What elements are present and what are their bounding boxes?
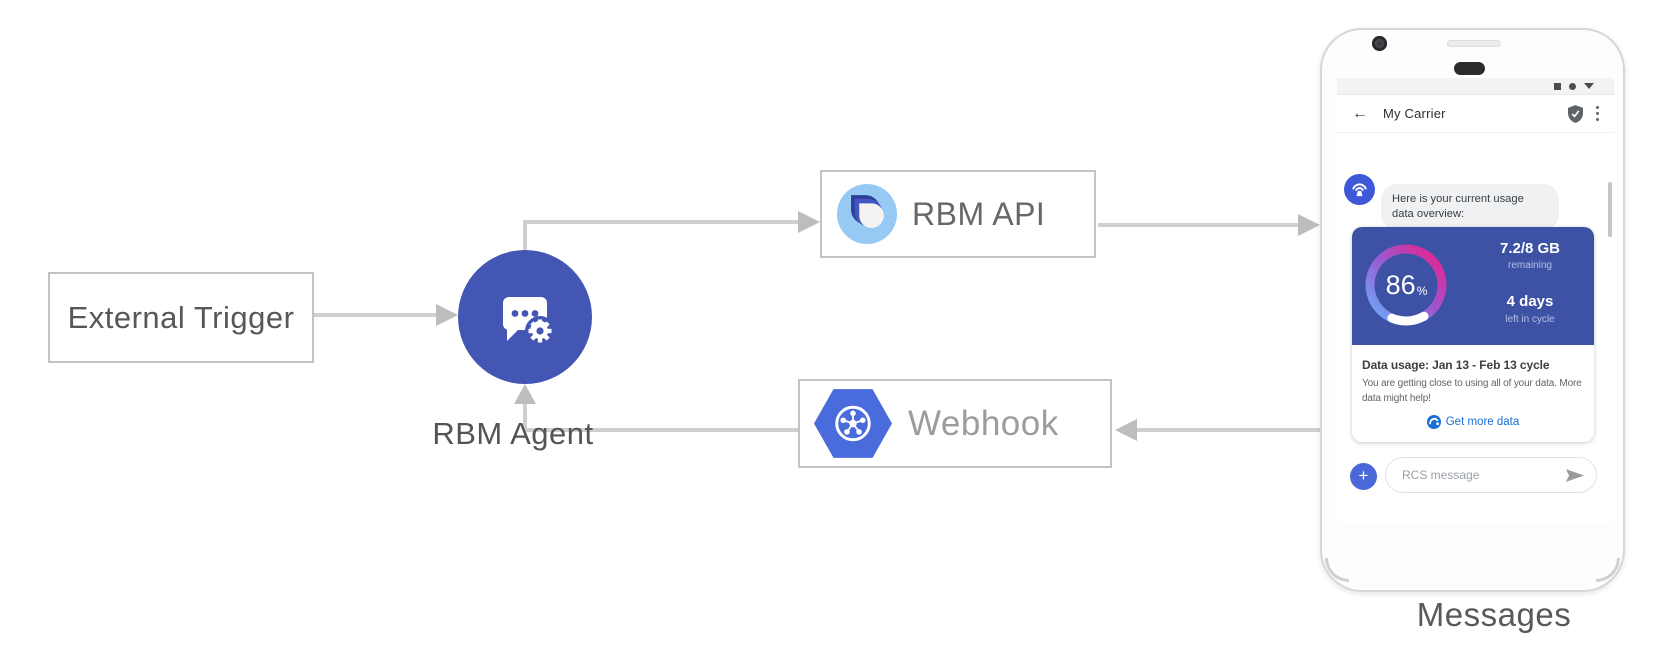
status-bar: [1337, 78, 1614, 95]
data-remaining-value: 7.2/8 GB: [1499, 240, 1561, 257]
days-left-value: 4 days: [1506, 293, 1554, 310]
chat-bubble-gear-icon: [503, 297, 555, 346]
webhook-hexagon-icon: [814, 389, 892, 458]
attach-plus-button[interactable]: +: [1350, 463, 1377, 490]
usage-percent-value: 86: [1385, 269, 1416, 300]
conversation-title: My Carrier: [1383, 106, 1446, 121]
arrow-trigger-to-agent-line: [314, 313, 438, 317]
rbm-agent-label: RBM Agent: [432, 416, 594, 451]
arrow-phone-to-webhook-line: [1137, 428, 1322, 432]
conversation-header: ← My Carrier: [1337, 95, 1614, 133]
usage-percent: 86 %: [1358, 237, 1454, 333]
rbm-api-node: RBM API: [820, 170, 1096, 258]
scrollbar[interactable]: [1608, 182, 1612, 237]
phone-caption: Messages: [1416, 596, 1572, 633]
webhook-label: Webhook: [908, 403, 1059, 443]
arrow-webhook-to-agent-head: [514, 384, 536, 404]
rbm-api-label: RBM API: [912, 195, 1046, 232]
get-more-data-label: Get more data: [1445, 416, 1520, 428]
phone-earpiece: [1454, 62, 1485, 75]
rbm-api-logo-icon: [836, 183, 898, 245]
arrow-api-to-phone-line: [1098, 223, 1310, 227]
status-circle-icon: [1569, 82, 1576, 90]
arrow-agent-to-api-head: [798, 211, 820, 233]
days-left-label: left in cycle: [1505, 314, 1555, 325]
external-trigger-node: External Trigger: [48, 272, 314, 363]
usage-donut-ring: [1365, 244, 1447, 326]
phone-corner-accent: [1325, 558, 1349, 582]
back-arrow-icon[interactable]: ←: [1352, 104, 1368, 122]
rbm-agent-node: [458, 250, 592, 384]
status-square-icon: [1554, 82, 1561, 90]
phone-screen: ← My Carrier Here is your current usage …: [1337, 78, 1614, 525]
agent-message-bubble: Here is your current usage data overview…: [1381, 184, 1559, 230]
arrow-webhook-to-agent-hline: [527, 428, 798, 432]
usage-percent-unit: %: [1416, 284, 1428, 298]
arrow-agent-to-api-hline: [523, 220, 798, 224]
usage-card-body: Data usage: Jan 13 - Feb 13 cycle You ar…: [1352, 345, 1594, 442]
message-composer: [1385, 457, 1597, 493]
arrow-trigger-to-agent-head: [436, 304, 458, 326]
arrow-api-to-phone-head: [1298, 214, 1320, 236]
usage-card-title: Data usage: Jan 13 - Feb 13 cycle: [1362, 358, 1550, 372]
usage-card-header: 86 % 7.2/8 GB remaining 4 days left in c…: [1352, 227, 1594, 345]
webhook-node: Webhook: [798, 379, 1112, 468]
usage-card-text: You are getting close to using all of yo…: [1362, 378, 1582, 404]
data-globe-icon: [1426, 415, 1441, 429]
overflow-menu-icon[interactable]: [1595, 105, 1599, 122]
arrow-webhook-to-agent-vline: [523, 400, 527, 432]
phone-speaker-slot: [1447, 40, 1501, 47]
usage-rich-card: 86 % 7.2/8 GB remaining 4 days left in c…: [1352, 227, 1594, 442]
phone-corner-accent: [1596, 558, 1620, 582]
phone-camera: [1372, 36, 1387, 51]
status-triangle-icon: [1584, 83, 1594, 89]
data-remaining-label: remaining: [1508, 260, 1552, 271]
arrow-phone-to-webhook-head: [1115, 419, 1137, 441]
send-icon[interactable]: [1565, 468, 1585, 483]
agent-avatar: [1344, 174, 1375, 205]
rcs-message-input[interactable]: [1386, 468, 1536, 482]
verified-shield-icon: [1567, 104, 1583, 123]
get-more-data-button[interactable]: Get more data: [1362, 415, 1584, 429]
external-trigger-label: External Trigger: [67, 299, 295, 335]
antenna-icon: [1352, 183, 1367, 197]
arrow-agent-to-api-vline: [523, 220, 527, 254]
